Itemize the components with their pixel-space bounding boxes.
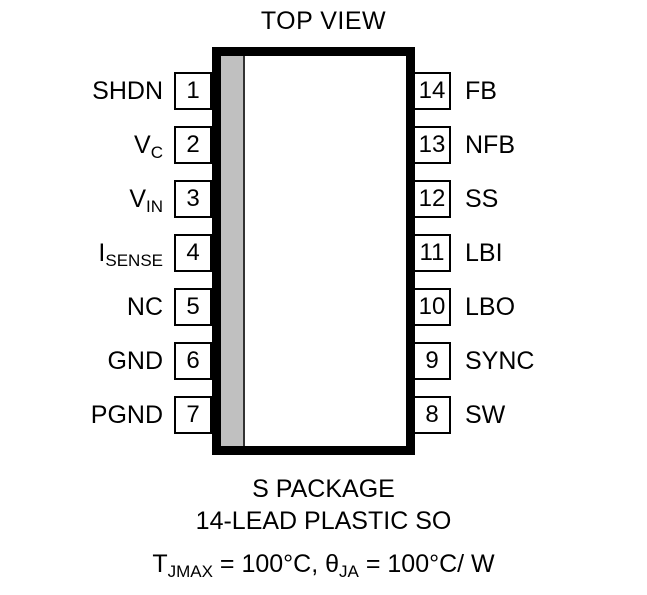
pin-label-text: SS — [465, 184, 499, 213]
pin-number-box: 1 — [174, 72, 212, 110]
pin-label: SS — [465, 184, 499, 213]
pin-number-box: 8 — [413, 396, 451, 434]
pin-row: 10 LBO — [413, 288, 647, 326]
pin-label-text: SYNC — [465, 346, 535, 375]
pin-row: ISENSE 4 — [0, 234, 212, 272]
caption-lead-count: 14-LEAD PLASTIC SO — [195, 507, 452, 535]
pin-row: SHDN 1 — [0, 72, 212, 110]
pin-label: LBO — [465, 292, 516, 321]
pin-label: FB — [465, 76, 497, 105]
pin-row: 11 LBI — [413, 234, 647, 272]
pin-label-text: FB — [465, 76, 497, 105]
pin-label: LBI — [465, 238, 503, 267]
tjmax-subscript: JMAX — [167, 562, 213, 581]
pin-label-text: I — [98, 238, 106, 267]
pin-label-text: NC — [126, 292, 163, 321]
pin-number-box: 7 — [174, 396, 212, 434]
pin-number-box: 9 — [413, 342, 451, 380]
pin-label-subscript: SENSE — [105, 250, 163, 270]
pin-label: PGND — [90, 400, 163, 429]
pin-label-text: SHDN — [92, 76, 163, 105]
pin-number-box: 6 — [174, 342, 212, 380]
pin-label: VIN — [129, 184, 163, 215]
pin-label-subscript: C — [150, 142, 163, 162]
caption-package-name: S PACKAGE — [252, 475, 395, 503]
pin-number-box: 2 — [174, 126, 212, 164]
pin-number-box: 14 — [413, 72, 451, 110]
pin-label-text: V — [134, 130, 151, 159]
pin-row: GND 6 — [0, 342, 212, 380]
pin-label-text: SW — [465, 400, 506, 429]
theta-ja-value: = 100°C/ W — [358, 550, 495, 578]
pin-number-box: 3 — [174, 180, 212, 218]
package-pin1-stripe — [221, 56, 245, 446]
diagram-title: TOP VIEW — [260, 7, 387, 35]
pin-label: GND — [107, 346, 163, 375]
pin-row: 14 FB — [413, 72, 647, 110]
theta-ja-subscript: JA — [339, 562, 359, 581]
pin-number-box: 12 — [413, 180, 451, 218]
pin-label: NFB — [465, 130, 515, 159]
pin-number-box: 4 — [174, 234, 212, 272]
pin-row: 13 NFB — [413, 126, 647, 164]
pin-number-box: 10 — [413, 288, 451, 326]
package-body-outline — [212, 47, 415, 455]
pin-label: SHDN — [92, 76, 163, 105]
pin-row: 9 SYNC — [413, 342, 647, 380]
tjmax-value: = 100°C, θ — [212, 550, 340, 578]
pin-label: SYNC — [465, 346, 535, 375]
pin-number-box: 11 — [413, 234, 451, 272]
pin-label-text: LBO — [465, 292, 516, 321]
tjmax-symbol: T — [152, 550, 168, 578]
pin-row: VIN 3 — [0, 180, 212, 218]
pin-label-text: V — [129, 184, 146, 213]
pin-label-subscript: IN — [146, 196, 163, 216]
pin-label-text: NFB — [465, 130, 515, 159]
pin-row: PGND 7 — [0, 396, 212, 434]
caption-thermal-data: TJMAX = 100°C, θJA = 100°C/ W — [0, 549, 647, 581]
pin-number-box: 13 — [413, 126, 451, 164]
pin-label: NC — [126, 292, 163, 321]
pin-row: 12 SS — [413, 180, 647, 218]
pin-label: SW — [465, 400, 506, 429]
pin-label-text: GND — [107, 346, 163, 375]
pin-label: ISENSE — [98, 238, 163, 269]
pin-row: NC 5 — [0, 288, 212, 326]
pin-label-text: LBI — [465, 238, 503, 267]
pin-label: VC — [134, 130, 163, 161]
pin-row: 8 SW — [413, 396, 647, 434]
pin-number-box: 5 — [174, 288, 212, 326]
pin-label-text: PGND — [90, 400, 163, 429]
